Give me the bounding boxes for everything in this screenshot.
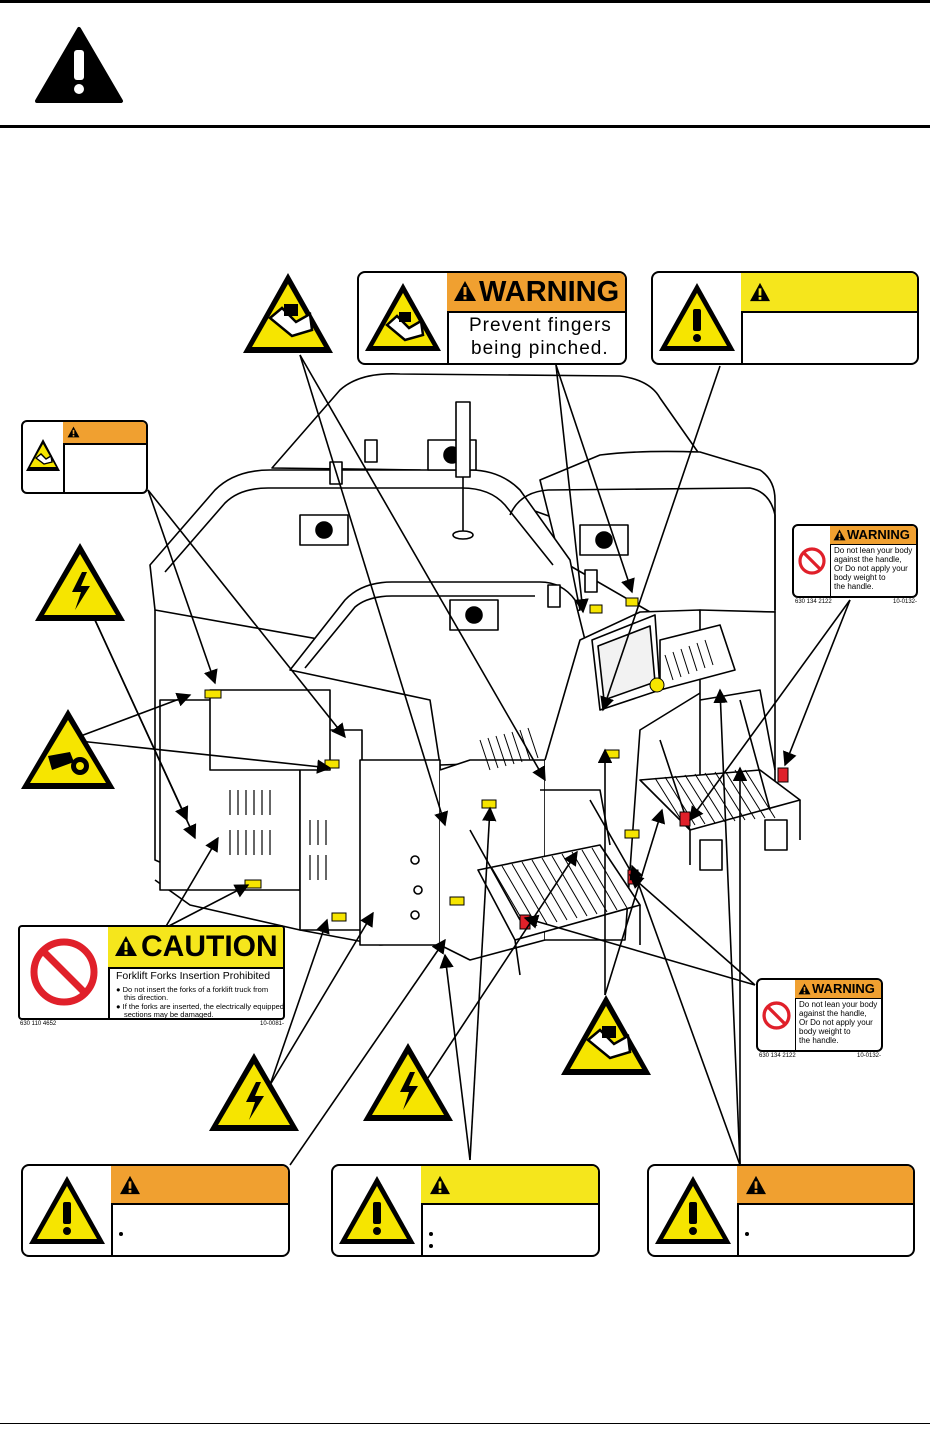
general-warning-icon	[29, 1176, 105, 1244]
orange-pinch-label-left	[21, 420, 148, 494]
warning-handle-upper-line4: body weight to	[834, 573, 886, 582]
hand-pinch-hazard-sign-lower	[558, 992, 654, 1078]
general-warning-icon	[339, 1176, 415, 1244]
general-warning-icon	[120, 1175, 140, 1195]
warning-pinch-line1: Prevent fingers	[469, 315, 612, 336]
footer-rule	[0, 1423, 930, 1424]
prohibition-icon	[798, 547, 826, 575]
general-warning-icon	[430, 1175, 450, 1195]
warning-handle-lower-line4: body weight to	[799, 1027, 851, 1036]
caution-forklift-part-number: 630 110 4652	[20, 1021, 57, 1027]
electric-shock-hazard-sign-bottom-middle	[360, 1040, 456, 1124]
warning-handle-lower-header: WARNING	[795, 980, 881, 999]
warning-handle-upper-part-number: 630 134 2122	[795, 599, 832, 605]
general-warning-icon	[655, 1176, 731, 1244]
bullet-dot	[429, 1244, 433, 1248]
bullet-dot	[429, 1232, 433, 1236]
caution-forklift-ref: 10-0081-	[260, 1021, 285, 1027]
caution-forklift-header: CAUTION	[108, 927, 283, 969]
caution-forklift-bullet2: ● If the forks are inserted, the electri…	[116, 1002, 284, 1011]
general-warning-icon	[833, 529, 846, 541]
orange-pinch-label-icon-panel	[23, 422, 65, 492]
warning-handle-lower-part-number: 630 134 2122	[759, 1053, 796, 1059]
warning-handle-lower-line1: Do not lean your body	[799, 1000, 878, 1009]
header-warning-icon	[34, 26, 124, 104]
warning-pinch-header: WARNING	[447, 273, 625, 313]
warning-handle-lower-ref: 10-0132-	[857, 1053, 882, 1059]
bullet-dot	[119, 1232, 123, 1236]
orange-warning-bottom-left-header	[111, 1166, 288, 1205]
caution-forklift-title: Forklift Forks Insertion Prohibited	[116, 970, 271, 982]
warning-handle-upper-line5: the handle.	[834, 582, 874, 591]
prohibition-icon	[30, 938, 98, 1006]
warning-pinch-label-icon-panel	[359, 273, 449, 363]
orange-warning-bottom-right-header	[737, 1166, 913, 1205]
hand-pinch-hazard-sign	[240, 270, 336, 356]
hand-roller-icon	[21, 709, 115, 789]
warning-handle-label-lower: WARNING Do not lean your body against th…	[756, 978, 883, 1052]
warning-handle-lower-icon-panel	[758, 980, 796, 1050]
caution-forklift-bullet2b: sections may be damaged.	[124, 1010, 214, 1019]
electric-shock-icon	[363, 1043, 453, 1121]
general-warning-icon	[750, 282, 770, 302]
warning-handle-upper-signal-word: WARNING	[847, 527, 910, 542]
electric-shock-icon	[35, 543, 125, 621]
prohibition-icon	[762, 1001, 791, 1030]
yellow-warning-label-icon-panel	[653, 273, 743, 363]
header-top-rule	[0, 0, 930, 3]
hand-pinch-icon	[26, 439, 60, 471]
warning-handle-upper-line1: Do not lean your body	[834, 546, 913, 555]
caution-forklift-signal-word: CAUTION	[141, 930, 278, 963]
electric-shock-hazard-sign-bottom-left	[206, 1050, 302, 1134]
caution-forklift-bullet1: ● Do not insert the forks of a forklift …	[116, 985, 269, 994]
warning-handle-upper-ref: 10-0132-	[893, 599, 918, 605]
warning-handle-lower-line3: Or Do not apply your	[799, 1018, 873, 1027]
warning-pinch-signal-word: WARNING	[479, 276, 620, 308]
warning-handle-upper-icon-panel	[794, 526, 831, 596]
hand-pinch-icon	[365, 283, 441, 351]
warning-pinch-label: WARNING Prevent fingers being pinched.	[357, 271, 627, 365]
general-warning-icon	[746, 1175, 766, 1195]
warning-handle-upper-header: WARNING	[830, 526, 916, 545]
yellow-warning-label-header	[741, 273, 917, 313]
yellow-warning-bottom-middle-icon-panel	[333, 1166, 423, 1255]
hand-pinch-icon	[561, 995, 651, 1075]
yellow-warning-label-bottom-middle	[331, 1164, 600, 1257]
warning-handle-lower-line2: against the handle,	[799, 1009, 867, 1018]
caution-forklift-icon-panel	[20, 927, 110, 1018]
yellow-warning-bottom-middle-header	[421, 1166, 598, 1205]
warning-pinch-line2: being pinched.	[471, 338, 609, 359]
warning-handle-upper-line3: Or Do not apply your	[834, 564, 908, 573]
yellow-warning-label-top-right	[651, 271, 919, 365]
warning-handle-upper-line2: against the handle,	[834, 555, 902, 564]
electric-shock-hazard-sign-left	[32, 540, 128, 624]
warning-handle-lower-signal-word: WARNING	[812, 981, 875, 996]
general-warning-icon	[659, 283, 735, 351]
orange-warning-bottom-left-icon-panel	[23, 1166, 113, 1255]
caution-forklift-bullet1b: this direction.	[124, 993, 169, 1002]
orange-warning-label-bottom-right	[647, 1164, 915, 1257]
general-warning-icon	[454, 281, 476, 301]
general-warning-icon	[115, 936, 137, 956]
orange-warning-label-bottom-left	[21, 1164, 290, 1257]
header-bottom-rule	[0, 125, 930, 128]
orange-warning-bottom-right-icon-panel	[649, 1166, 739, 1255]
bullet-dot	[745, 1232, 749, 1236]
hand-pinch-icon	[243, 273, 333, 353]
general-warning-icon	[798, 983, 811, 995]
general-warning-icon	[67, 426, 80, 438]
caution-forklift-label: CAUTION Forklift Forks Insertion Prohibi…	[18, 925, 285, 1020]
hand-roller-hazard-sign	[18, 706, 118, 792]
warning-handle-lower-line5: the handle.	[799, 1036, 839, 1045]
electric-shock-icon	[209, 1053, 299, 1131]
warning-handle-label-upper: WARNING Do not lean your body against th…	[792, 524, 918, 598]
orange-pinch-label-header	[63, 422, 146, 445]
